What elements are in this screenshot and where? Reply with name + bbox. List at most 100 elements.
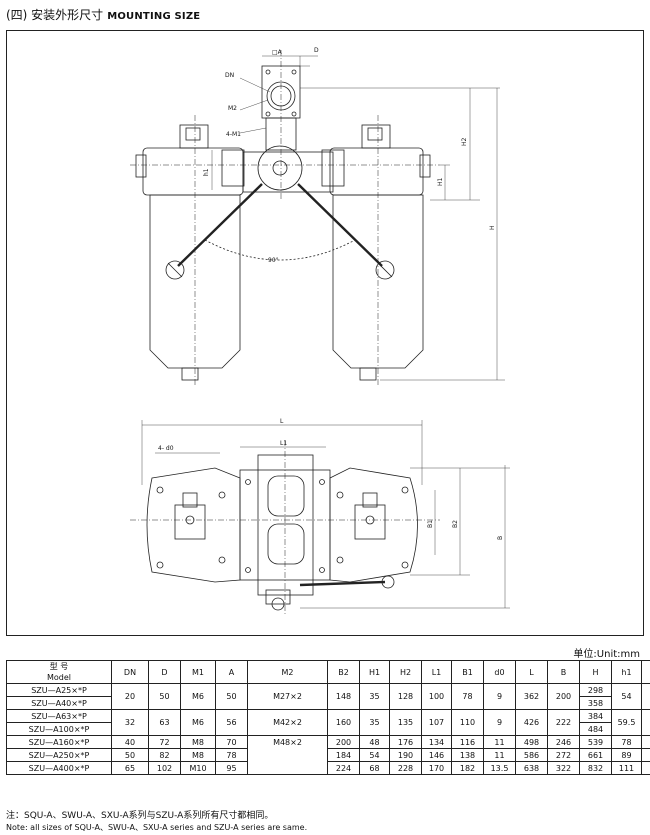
cell-a: 78 — [215, 748, 248, 762]
cell-d0: 11 — [483, 748, 516, 762]
cell-m1: M6 — [180, 683, 216, 710]
unit-label: 单位:Unit:mm — [573, 649, 640, 660]
cell-h1: 35 — [359, 709, 390, 736]
cell-h1-small: 78 — [611, 735, 642, 749]
label-d: D — [314, 47, 319, 54]
cell-h: 661 — [579, 748, 612, 762]
cell-l: 586 — [515, 748, 548, 762]
cell-m1: M6 — [180, 709, 216, 736]
cell-dn: 20 — [111, 683, 149, 710]
header-cell: L — [515, 660, 548, 684]
table-row: SZU—A25×*P 20 50 M6 50 M27×2 148 35 128 … — [6, 683, 650, 710]
drawing-frame — [6, 30, 644, 636]
model-cell: SZU—A25×*P — [6, 683, 112, 697]
cell-m1: M8 — [180, 735, 216, 749]
label-l1: L1 — [280, 440, 287, 447]
cell-b2: 224 — [327, 761, 360, 775]
cell-b1: 138 — [451, 748, 484, 762]
section-title-en: MOUNTING SIZE — [107, 11, 201, 22]
table-row: SZU—A400×*P 65 102 M10 95 224 68 228 170… — [6, 761, 650, 775]
header-cell: A — [215, 660, 248, 684]
header-cell: M2 — [247, 660, 328, 684]
cell-h2-small: 12 — [641, 748, 650, 762]
cell-h: 484 — [579, 722, 612, 736]
header-cell: B1 — [451, 660, 484, 684]
cell-h1-small: 54 — [611, 683, 642, 710]
note-en: Note: all sizes of SQU-A、SWU-A、SXU-A ser… — [6, 823, 308, 832]
table-row: SZU—A160×*P 40 72 M8 70 M48×2 200 48 176… — [6, 735, 650, 775]
header-cell: B — [547, 660, 580, 684]
cell-l1: 100 — [421, 683, 452, 710]
cell-b1: 78 — [451, 683, 484, 710]
cell-h: 298 — [579, 683, 612, 697]
label-h2: H2 — [461, 137, 468, 146]
cell-h1-small: 59.5 — [611, 709, 642, 736]
cell-d0: 9 — [483, 709, 516, 736]
label-b: B — [497, 536, 504, 540]
cell-b2: 160 — [327, 709, 360, 736]
cell-h2-small: 8 — [641, 683, 650, 710]
cell-h1: 54 — [359, 748, 390, 762]
cell-h: 358 — [579, 696, 612, 710]
cell-h1-small: 111 — [611, 761, 642, 775]
header-cell: DN — [111, 660, 149, 684]
model-cell: SZU—A40×*P — [6, 696, 112, 710]
cell-d: 50 — [148, 683, 181, 710]
technical-drawing: □A D DN M2 4-M1 H2 H H1 h1 90° — [130, 47, 510, 615]
cell-a: 50 — [215, 683, 248, 710]
header-model-en: Model — [46, 673, 72, 682]
label-h1: H1 — [437, 177, 444, 186]
model-cell: SZU—A400×*P — [6, 761, 112, 775]
top-view — [130, 420, 510, 615]
cell-h: 539 — [579, 735, 612, 749]
cell-h2: 176 — [389, 735, 422, 749]
label-l: L — [280, 418, 284, 425]
cell-h2: 190 — [389, 748, 422, 762]
cell-a: 95 — [215, 761, 248, 775]
front-view-labels: □A D DN M2 4-M1 H2 H H1 h1 90° — [203, 47, 496, 264]
cell-b1: 116 — [451, 735, 484, 749]
cell-b: 322 — [547, 761, 580, 775]
label-h1-small: h1 — [203, 168, 210, 176]
label-dn: DN — [225, 72, 234, 79]
table-row: SZU—A250×*P 50 82 M8 78 184 54 190 146 1… — [6, 748, 650, 762]
cell-h2: 135 — [389, 709, 422, 736]
cell-b: 200 — [547, 683, 580, 710]
label-m1: 4-M1 — [226, 131, 241, 138]
cell-h2-small: 11 — [641, 735, 650, 749]
model-cell: SZU—A250×*P — [6, 748, 112, 762]
header-cell: H — [579, 660, 612, 684]
header-cell: H2 — [389, 660, 422, 684]
cell-d: 82 — [148, 748, 181, 762]
cell-m2: M42×2 — [247, 709, 328, 736]
label-m2: M2 — [228, 105, 237, 112]
cell-d0: 11 — [483, 735, 516, 749]
label-d0: 4- d0 — [158, 445, 174, 452]
model-cell: SZU—A160×*P — [6, 735, 112, 749]
model-cell: SZU—A100×*P — [6, 722, 112, 736]
cell-h2: 128 — [389, 683, 422, 710]
cell-d: 72 — [148, 735, 181, 749]
cell-m2: M48×2 — [247, 735, 328, 775]
front-view — [130, 50, 505, 385]
cell-h: 832 — [579, 761, 612, 775]
header-model-cn: 型 号 — [49, 662, 69, 671]
cell-a: 70 — [215, 735, 248, 749]
label-b1: B1 — [427, 520, 434, 528]
header-cell: h1 — [611, 660, 642, 684]
table-header-row: 型 号 Model DN D M1 A M2 B2 H1 H2 L1 B1 d0… — [6, 660, 650, 684]
table-row: SZU—A63×*P 32 63 M6 56 M42×2 160 35 135 … — [6, 709, 650, 736]
cell-b: 246 — [547, 735, 580, 749]
header-cell: M1 — [180, 660, 216, 684]
model-cell: SZU—A63×*P — [6, 709, 112, 723]
cell-b2: 184 — [327, 748, 360, 762]
cell-m1: M10 — [180, 761, 216, 775]
header-cell: L1 — [421, 660, 452, 684]
cell-l1: 170 — [421, 761, 452, 775]
cell-h1: 68 — [359, 761, 390, 775]
header-cell: d0 — [483, 660, 516, 684]
top-view-labels: L L1 4- d0 B1 B2 B — [158, 418, 504, 540]
cell-l1: 134 — [421, 735, 452, 749]
cell-dn: 50 — [111, 748, 149, 762]
